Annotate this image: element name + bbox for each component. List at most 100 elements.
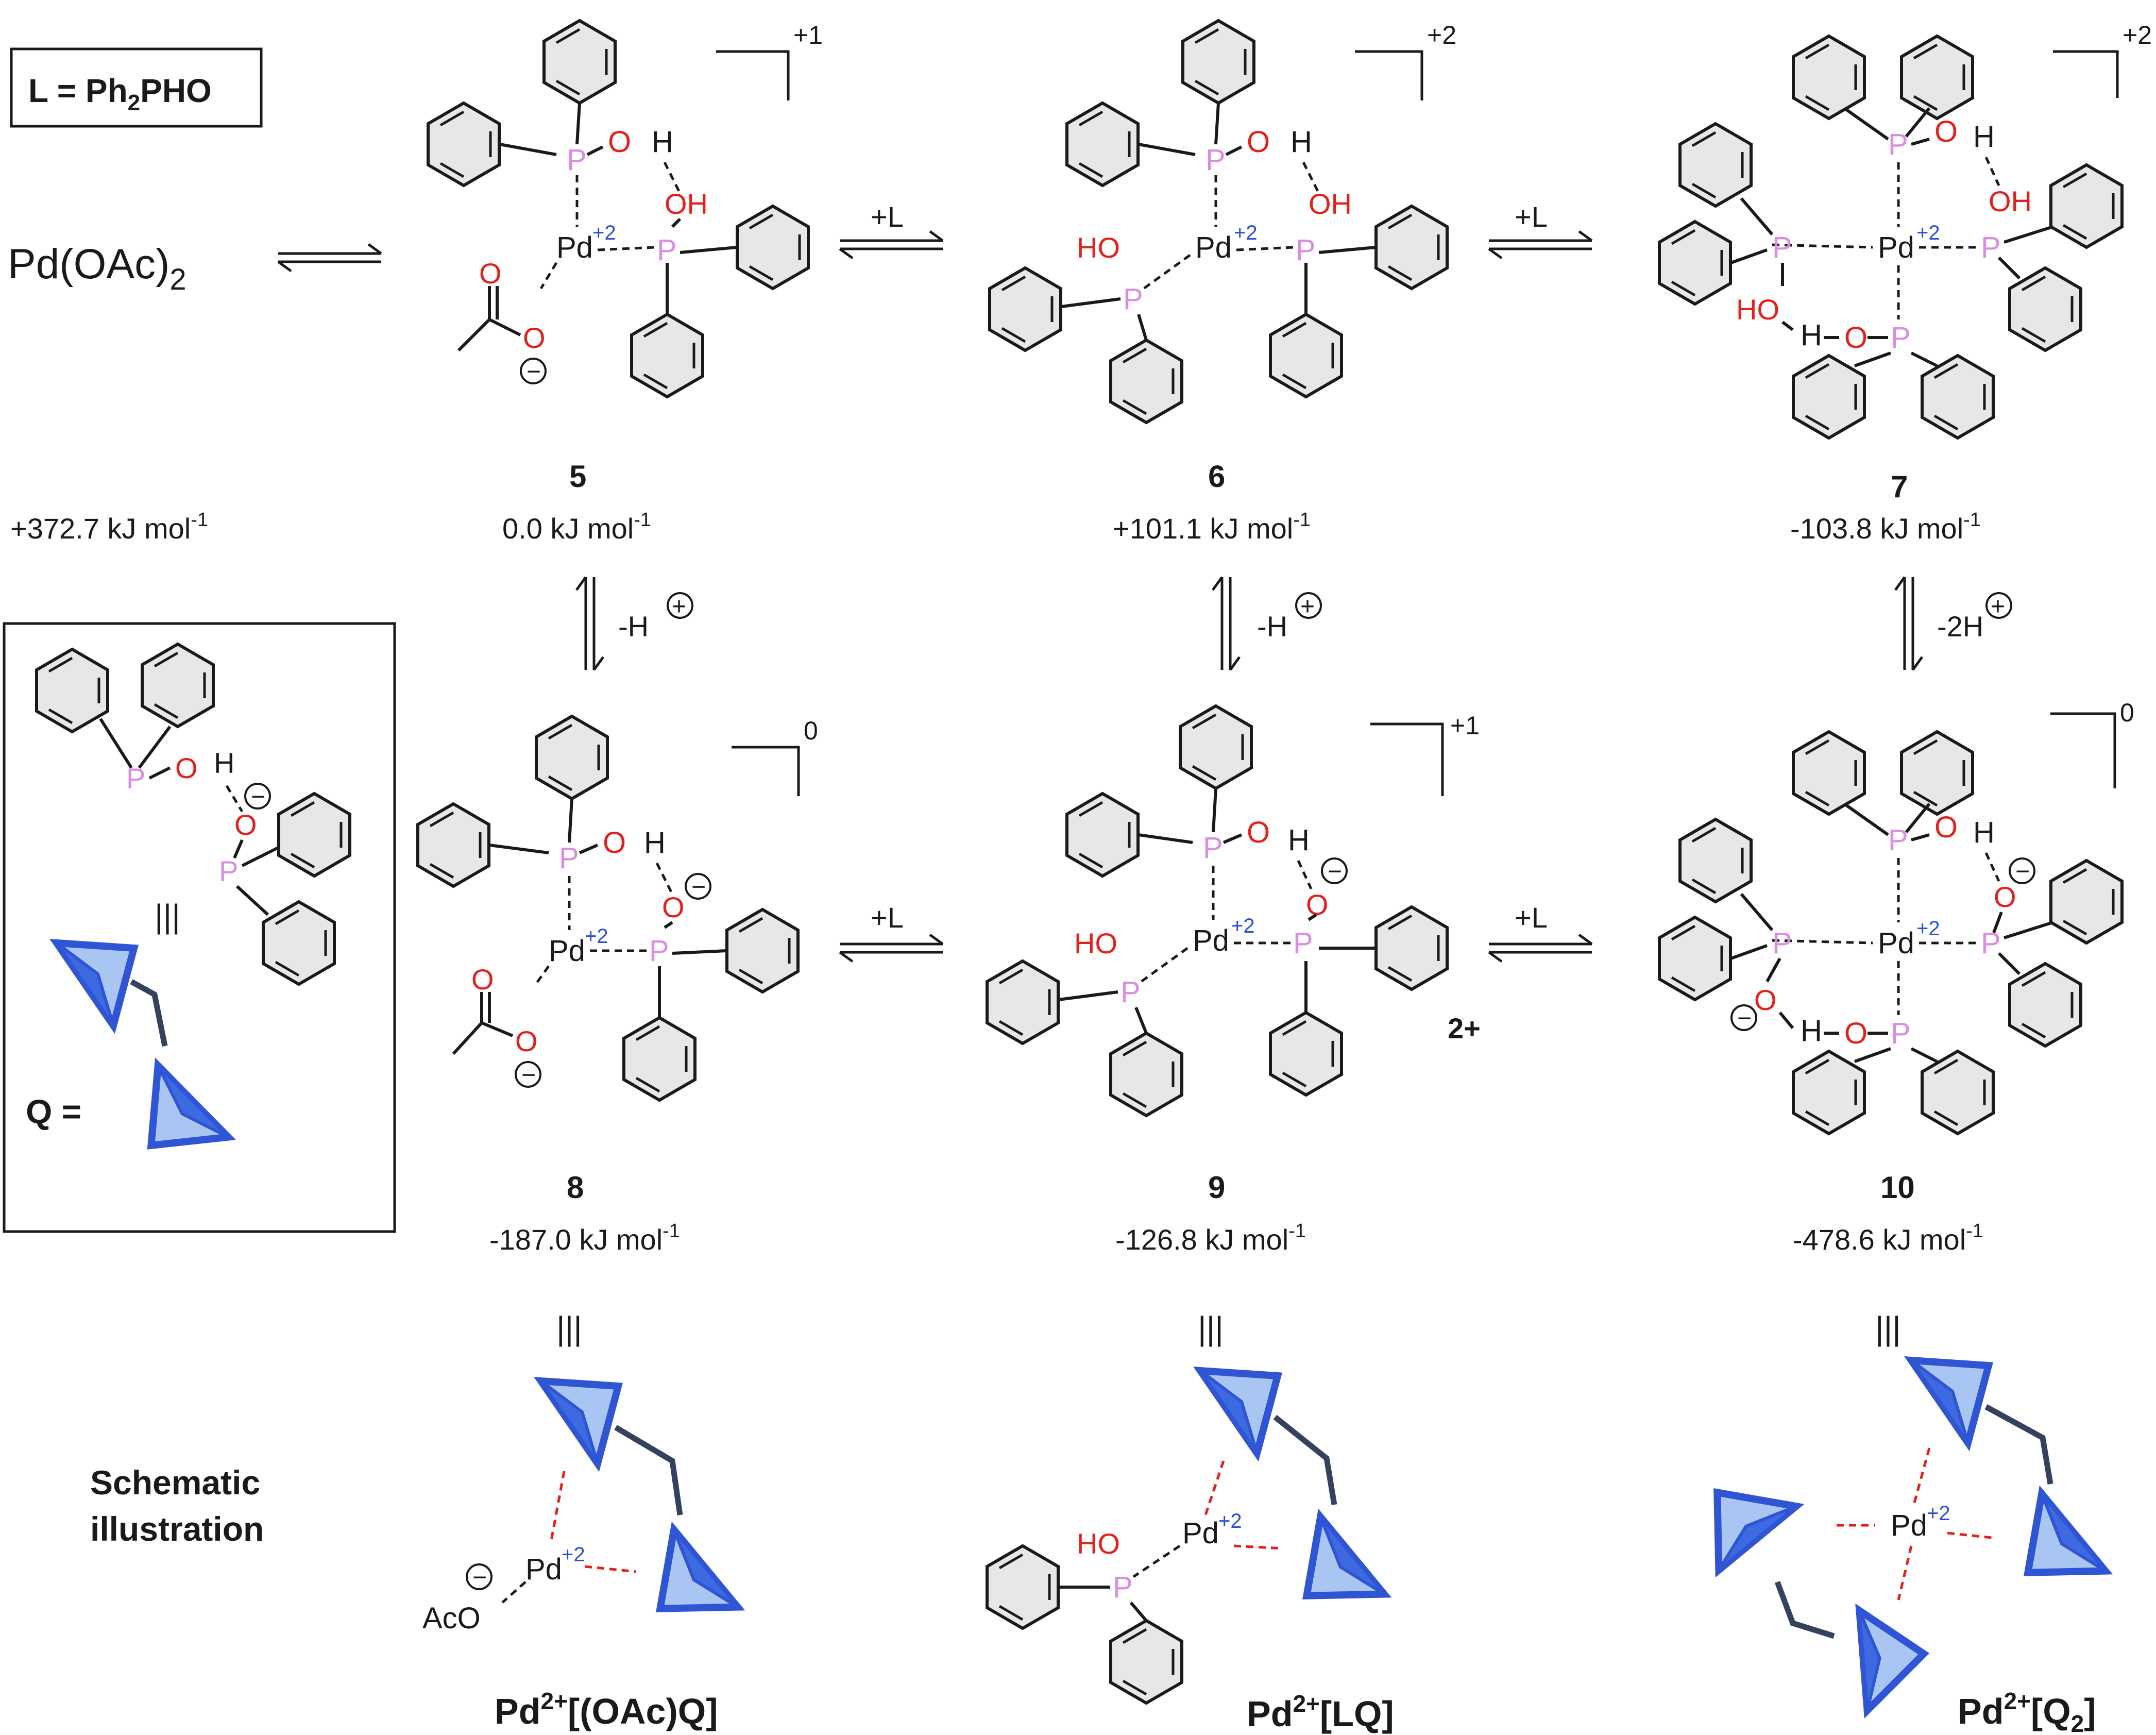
schematic-lq: Pd +2 P HO Pd2+[LQ]: [987, 1371, 1394, 1734]
c6-energy-sup: -1: [1293, 509, 1311, 531]
svg-text:L = Ph2PHO: L = Ph2PHO: [28, 72, 212, 115]
c8-energy-sup: -1: [663, 1220, 680, 1242]
ligand-def-prefix: L = Ph: [28, 72, 128, 109]
c9-o1: O: [1247, 816, 1270, 849]
c7-o-bottom: O: [1844, 321, 1868, 355]
c5-label: 5: [569, 459, 586, 494]
q-legend-p1: P: [126, 762, 145, 795]
c6-label: 6: [1208, 459, 1225, 494]
c5-o1: O: [608, 125, 631, 159]
precursor-formula-sub: 2: [169, 263, 186, 296]
sch2-name-post: [LQ]: [1320, 1694, 1394, 1734]
c7-p-left: P: [1772, 231, 1792, 264]
c5-p2: P: [657, 233, 677, 267]
c7-oh: OH: [1989, 185, 2032, 217]
arrow-5-8-proton: +: [672, 593, 686, 620]
sch2-name-sup: 2+: [1293, 1690, 1319, 1717]
arrow-8-9-label: +L: [871, 901, 904, 934]
complex-10: P O H − O Pd +2 P P O − H O P 0: [1659, 698, 2134, 1256]
q-legend-equiv: |||: [155, 898, 180, 935]
q-legend-tetrahedra: [57, 943, 228, 1151]
c5-h1: H: [652, 125, 673, 159]
arrow-6-7-label: +L: [1515, 200, 1548, 233]
complex-9: P O H − O Pd +2 P 2+ P HO +1 9 -126.8 kJ…: [987, 706, 1481, 1256]
arrow-5-6-label: +L: [871, 200, 904, 233]
c10-energy-sup: -1: [1966, 1220, 1983, 1242]
c9-p3: P: [1121, 975, 1141, 1009]
c9-p1: P: [1203, 831, 1223, 865]
arrow-6-9-proton: +: [1300, 593, 1315, 620]
sch2-name-pre: Pd: [1247, 1694, 1293, 1734]
sch1-aco: AcO: [422, 1602, 481, 1635]
c9-pd: Pd: [1193, 924, 1229, 957]
c5-pd: Pd: [556, 231, 593, 264]
c5-oh: OH: [665, 188, 708, 220]
c9-o2: O: [1306, 888, 1329, 921]
c5-neg: −: [527, 358, 541, 385]
c10-o-top: O: [1934, 811, 1958, 844]
c7-energy-sup: -1: [1963, 509, 1981, 531]
arrow-5-to-6: +L: [840, 200, 943, 258]
c10-p-right: P: [1981, 927, 2001, 960]
c7-ho: HO: [1736, 293, 1779, 326]
c7-p-bottom: P: [1891, 321, 1911, 355]
sch2-pd-charge: +2: [1218, 1510, 1242, 1532]
precursor-energy-sup: -1: [191, 509, 208, 531]
sch3-name-close: ]: [2084, 1691, 2096, 1731]
arrow-5-to-8: -H +: [576, 577, 693, 670]
c10-neg-left: −: [1737, 1005, 1752, 1032]
c8-o-acetate: O: [515, 1025, 538, 1057]
sch3-name-sub: 2: [2071, 1710, 2084, 1735]
equiv-10: |||: [1875, 1310, 1901, 1347]
c9-pd-charge: +2: [1231, 915, 1255, 937]
c6-ho: HO: [1077, 231, 1120, 264]
c6-energy: +101.1 kJ mol: [1113, 512, 1293, 545]
c7-h-top: H: [1973, 120, 1995, 154]
schematic-label: Schematic illustration: [90, 1463, 264, 1548]
schematic-name-1: Pd2+[(OAc)Q]: [495, 1688, 718, 1731]
sch3-pd: Pd: [1891, 1509, 1927, 1542]
q-definition-label: Q =: [26, 1092, 81, 1131]
sch2-p: P: [1113, 1571, 1133, 1604]
sch3-pd-charge: +2: [1927, 1502, 1950, 1525]
arrow-7-10-label: -2H: [1937, 610, 1983, 643]
c7-energy: -103.8 kJ mol: [1790, 512, 1963, 545]
c8-label: 8: [567, 1170, 584, 1205]
q-legend-p2: P: [219, 855, 238, 887]
c10-p-top: P: [1888, 823, 1908, 857]
svg-text:0.0 kJ mol-1: 0.0 kJ mol-1: [502, 509, 651, 545]
schematic-label-line2: illustration: [90, 1510, 264, 1548]
c9-charge: +1: [1450, 711, 1480, 740]
schematic-label-line1: Schematic: [90, 1463, 260, 1502]
c5-o-acetate: O: [523, 322, 546, 354]
q-legend-h: H: [214, 747, 234, 779]
c8-pd: Pd: [549, 934, 585, 968]
schematic-q2-lower: [1712, 1486, 1926, 1721]
schematic-q2-upper: [1911, 1360, 2106, 1578]
c8-pd-charge: +2: [585, 925, 608, 948]
c8-neg-top: −: [691, 873, 706, 901]
q-legend: P O H − O P ||| Q =: [3, 622, 396, 1233]
sch1-name-sup: 2+: [540, 1688, 567, 1714]
q-legend-o1: O: [175, 752, 198, 784]
c5-pd-charge: +2: [592, 222, 616, 244]
c6-h1: H: [1291, 125, 1312, 159]
c8-o-carbonyl: O: [471, 963, 494, 996]
c9-neg: −: [1328, 858, 1342, 885]
c6-pd: Pd: [1195, 231, 1232, 264]
c6-pd-charge: +2: [1234, 222, 1258, 244]
c9-p2: P: [1293, 927, 1313, 960]
sch3-name-pre: Pd: [1958, 1691, 2004, 1731]
ligand-def-sub: 2: [128, 90, 140, 115]
c10-pd: Pd: [1878, 927, 1914, 960]
c10-o-bottom: O: [1844, 1017, 1868, 1050]
c9-energy-sup: -1: [1288, 1220, 1306, 1242]
c9-energy: -126.8 kJ mol: [1115, 1223, 1288, 1256]
c8-p1: P: [559, 841, 579, 875]
schematic-lq-q: [1200, 1371, 1384, 1601]
arrow-9-10-label: +L: [1515, 901, 1548, 934]
c10-pd-charge: +2: [1916, 917, 1940, 940]
sch1-name-pre: Pd: [495, 1691, 540, 1731]
c7-h-bottom: H: [1801, 318, 1822, 352]
c5-energy: 0.0 kJ mol: [502, 512, 634, 545]
